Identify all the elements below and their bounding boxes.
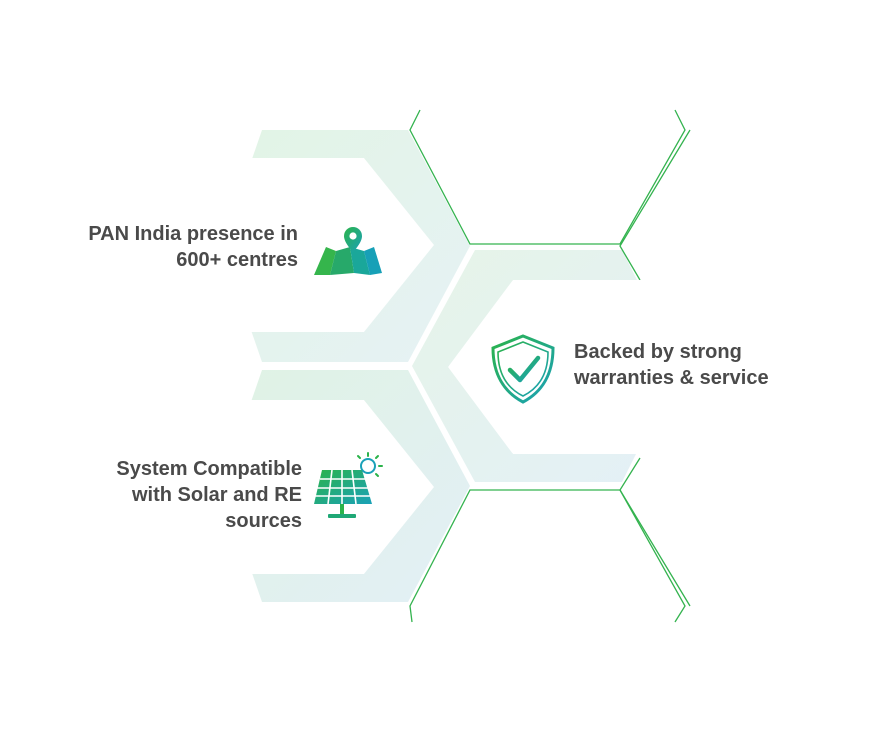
- feature-label-line2: warranties & service: [574, 367, 769, 389]
- feature-card-warranties: Backed by strong warranties & service: [448, 280, 854, 454]
- feature-card-pan-india: PAN India presence in 600+ centres: [22, 158, 434, 332]
- feature-card-solar: System Compatible with Solar and RE sour…: [22, 400, 434, 574]
- hexagon-outline-top: [409, 109, 686, 245]
- hexagon-outline-bottom: [409, 489, 686, 623]
- hexagon-outline-top-right: [619, 129, 691, 281]
- feature-label: System Compatible with Solar and RE sour…: [22, 456, 302, 534]
- feature-label-line2: 600+ centres: [176, 249, 298, 271]
- feature-label: PAN India presence in 600+ centres: [38, 221, 298, 273]
- map-pin-icon: [314, 227, 382, 275]
- feature-label-line1: Backed by strong: [574, 341, 742, 363]
- hexagon-outline-bottom-right: [619, 457, 691, 607]
- feature-label-line1: System Compatible: [116, 458, 302, 480]
- feature-label: Backed by strong warranties & service: [574, 339, 844, 391]
- feature-label-line1: PAN India presence in: [88, 223, 298, 245]
- solar-panel-icon: [314, 452, 383, 518]
- feature-label-line3: sources: [225, 510, 302, 532]
- feature-label-line2: with Solar and RE: [131, 484, 302, 506]
- shield-check-icon: [491, 334, 555, 404]
